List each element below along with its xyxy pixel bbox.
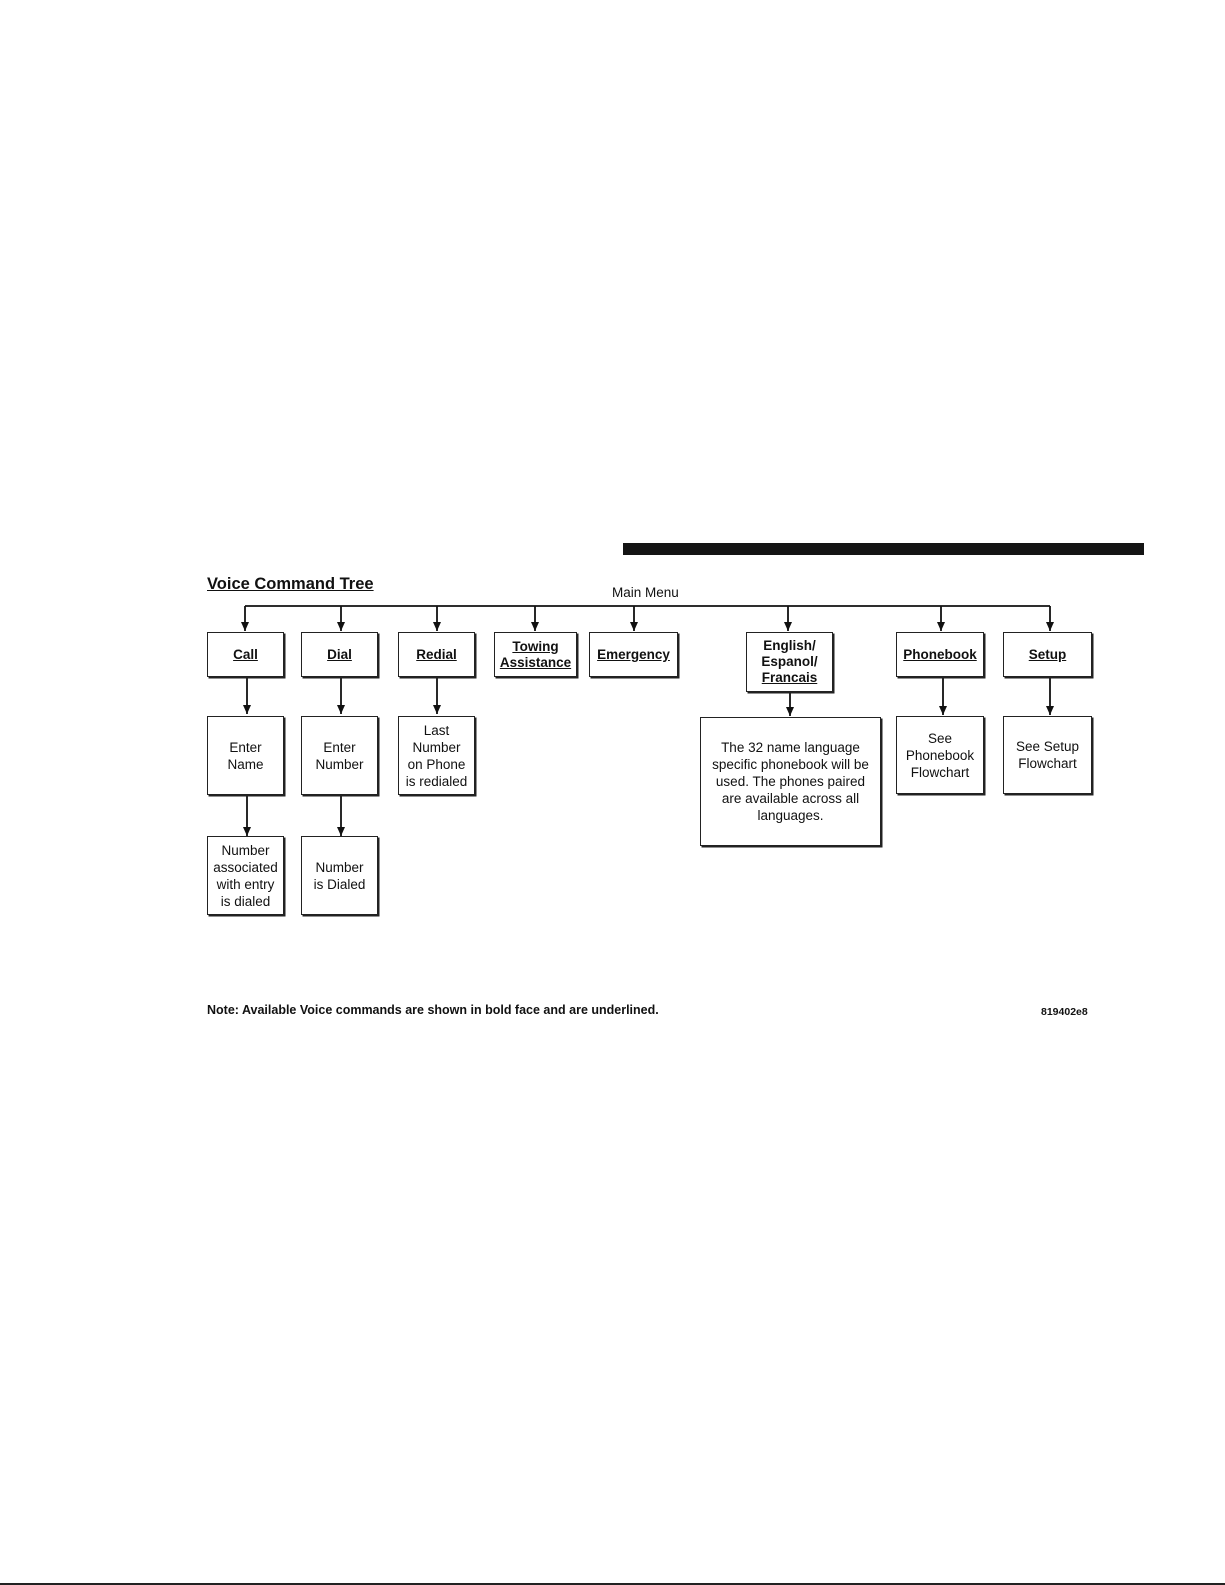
enter-number-box: Enter Number (301, 716, 378, 795)
last-number-box: Last Number on Phone is redialed (398, 716, 475, 795)
language-espanol-label: Espanol/ (761, 654, 818, 669)
language-english-label: English/ (763, 638, 816, 653)
enter-name-box: Enter Name (207, 716, 284, 795)
see-setup-label: See Setup Flowchart (1015, 739, 1080, 771)
see-phonebook-label: See Phonebook Flowchart (905, 730, 975, 780)
towing-assistance-command-label: Towing Assistance (499, 638, 572, 670)
setup-command-label: Setup (1028, 647, 1067, 662)
call-command-box: Call (207, 632, 284, 677)
call-command-label: Call (233, 647, 258, 662)
page-bottom-rule (0, 1583, 1225, 1585)
see-phonebook-box: See Phonebook Flowchart (896, 716, 984, 794)
diagram-title: Voice Command Tree (207, 575, 374, 593)
figure-code: 819402e8 (1041, 1006, 1088, 1018)
language-command-box: English/ Espanol/ Francais (746, 632, 833, 692)
header-rule-bar (623, 543, 1144, 555)
footnote: Note: Available Voice commands are shown… (207, 1003, 659, 1017)
setup-command-box: Setup (1003, 632, 1092, 677)
phonebook-command-box: Phonebook (896, 632, 984, 677)
emergency-command-box: Emergency (589, 632, 678, 677)
dial-command-box: Dial (301, 632, 378, 677)
language-francais-label: Francais (761, 670, 818, 685)
main-menu-label: Main Menu (612, 585, 679, 600)
phonebook-command-label: Phonebook (903, 647, 977, 662)
number-associated-box: Number associated with entry is dialed (207, 836, 284, 915)
redial-command-label: Redial (416, 647, 457, 662)
towing-assistance-command-box: Towing Assistance (494, 632, 577, 677)
language-note-box: The 32 name language specific phonebook … (700, 717, 881, 846)
enter-name-label: Enter Name (227, 739, 264, 772)
redial-command-box: Redial (398, 632, 475, 677)
see-setup-box: See Setup Flowchart (1003, 716, 1092, 794)
language-note-label: The 32 name language specific phonebook … (712, 740, 869, 823)
last-number-label: Last Number on Phone is redialed (405, 722, 468, 789)
dial-command-label: Dial (327, 647, 352, 662)
number-associated-label: Number associated with entry is dialed (213, 842, 278, 909)
emergency-command-label: Emergency (597, 647, 670, 662)
number-dialed-box: Number is Dialed (301, 836, 378, 915)
number-dialed-label: Number is Dialed (313, 859, 366, 892)
enter-number-label: Enter Number (315, 739, 364, 772)
